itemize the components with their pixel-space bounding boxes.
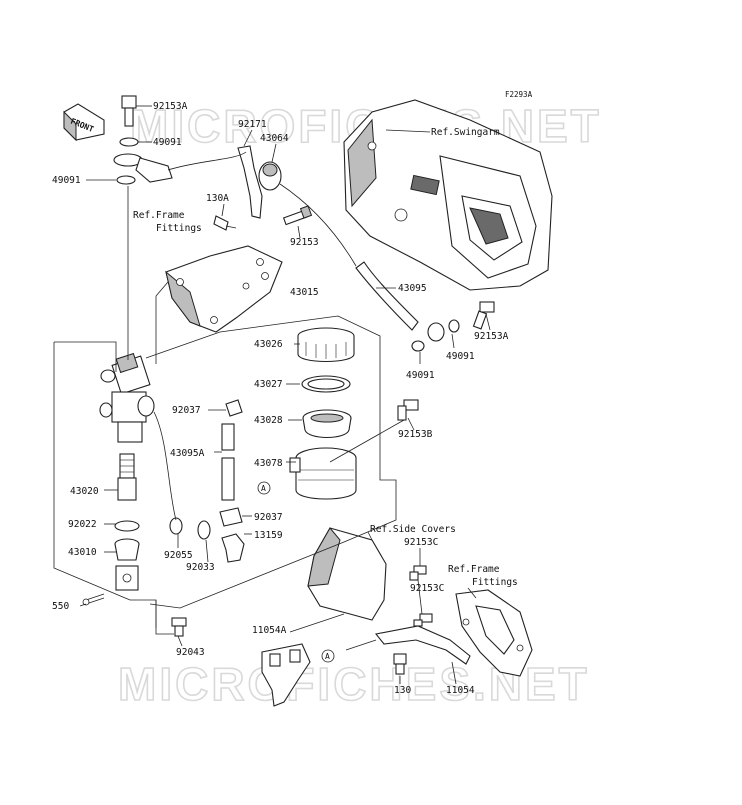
bolt-130A — [213, 215, 237, 231]
label-43064: 43064 — [260, 133, 289, 144]
label-43010: 43010 — [68, 547, 97, 558]
label-43078: 43078 — [254, 458, 283, 469]
bracket-11054 — [375, 625, 471, 665]
part-labels: 92153A 49091 49091 92171 43064 Ref.Swing… — [52, 101, 518, 696]
master-cylinder-bracket — [165, 245, 283, 333]
svg-text:A: A — [325, 652, 330, 661]
label-92043: 92043 — [176, 647, 205, 658]
front-arrow-icon: FRONT — [63, 103, 105, 142]
label-49091-left: 49091 — [52, 175, 81, 186]
banjo-fitting — [113, 153, 173, 183]
washer-49091-left — [116, 175, 136, 185]
svg-text:A: A — [261, 484, 266, 493]
label-92153A-right: 92153A — [474, 331, 509, 342]
label-ref-side-covers: Ref.Side Covers — [370, 524, 456, 535]
label-ref-frame-1b: Fittings — [156, 223, 202, 234]
label-11054: 11054 — [446, 685, 475, 696]
diaphragm-43028 — [302, 409, 352, 439]
piston-assy-43020 — [117, 453, 137, 501]
clamp-92171 — [237, 145, 263, 219]
hose-43095 — [355, 261, 419, 331]
washer-49091-low — [411, 340, 425, 352]
push-rod-43010 — [114, 538, 140, 591]
clamp-92037-top — [225, 399, 243, 417]
bolt-92153C-mid — [413, 613, 433, 627]
grommet-43064 — [258, 161, 282, 191]
label-92153C-top: 92153C — [404, 537, 438, 548]
clamp-92037-low — [219, 507, 243, 527]
label-92153B: 92153B — [398, 429, 433, 440]
label-11054A: 11054A — [252, 625, 287, 636]
label-92171: 92171 — [238, 119, 267, 130]
banjo-bolt-92153A-top — [121, 95, 137, 127]
label-550: 550 — [52, 601, 69, 612]
label-ref-frame-2b: Fittings — [472, 577, 518, 588]
label-130A: 130A — [206, 193, 229, 204]
label-49091-low: 49091 — [406, 370, 435, 381]
figure-code: F2293A — [505, 90, 533, 99]
bolt-130 — [393, 653, 407, 675]
label-92055: 92055 — [164, 550, 193, 561]
label-92153A-top: 92153A — [153, 101, 188, 112]
side-cover-ref — [307, 527, 387, 621]
label-43020: 43020 — [70, 486, 99, 497]
label-92037-top: 92037 — [172, 405, 201, 416]
hose-fitting-right — [427, 319, 460, 342]
washer-49091-top — [119, 137, 139, 147]
label-43027: 43027 — [254, 379, 283, 390]
leader-lines — [53, 105, 491, 685]
label-92033: 92033 — [186, 562, 215, 573]
master-cylinder-body — [99, 352, 155, 443]
label-ref-swingarm: Ref.Swingarm — [431, 127, 500, 138]
label-49091-mid: 49091 — [446, 351, 475, 362]
label-43028: 43028 — [254, 415, 283, 426]
label-43026: 43026 — [254, 339, 283, 350]
bolt-92153A-right — [472, 301, 495, 330]
bolt-92153B — [397, 399, 419, 421]
label-13159: 13159 — [254, 530, 283, 541]
bolt-92153C-top — [409, 565, 427, 581]
swingarm-ref — [343, 99, 553, 291]
marker-a-2: A — [321, 649, 335, 663]
bracket-11054A — [261, 643, 311, 707]
label-92153C-mid: 92153C — [410, 583, 444, 594]
label-ref-frame-2a: Ref.Frame — [448, 564, 500, 575]
diaphragm-plate-43027 — [301, 375, 351, 393]
label-92037-low: 92037 — [254, 512, 283, 523]
pin-92043 — [171, 617, 187, 637]
label-130: 130 — [394, 685, 411, 696]
label-43095A: 43095A — [170, 448, 205, 459]
cotter-pin-550 — [82, 593, 105, 606]
label-92022: 92022 — [68, 519, 97, 530]
circlip-92022 — [114, 520, 140, 532]
bolt-92153 — [282, 205, 313, 226]
hose-line-top — [167, 151, 247, 171]
label-ref-frame-1a: Ref.Frame — [133, 210, 185, 221]
label-43015: 43015 — [290, 287, 319, 298]
hose-43095A — [221, 423, 235, 501]
label-92153: 92153 — [290, 237, 319, 248]
marker-a-1: A — [257, 481, 271, 495]
reservoir-cap-43026 — [297, 327, 355, 362]
o-ring-92055 — [169, 517, 183, 535]
ring-92033 — [197, 520, 211, 540]
label-43095: 43095 — [398, 283, 427, 294]
label-49091-top: 49091 — [153, 137, 182, 148]
reservoir-43078 — [289, 447, 357, 500]
frame-fitting-ref-2 — [455, 589, 533, 677]
elbow-13159 — [221, 533, 245, 563]
